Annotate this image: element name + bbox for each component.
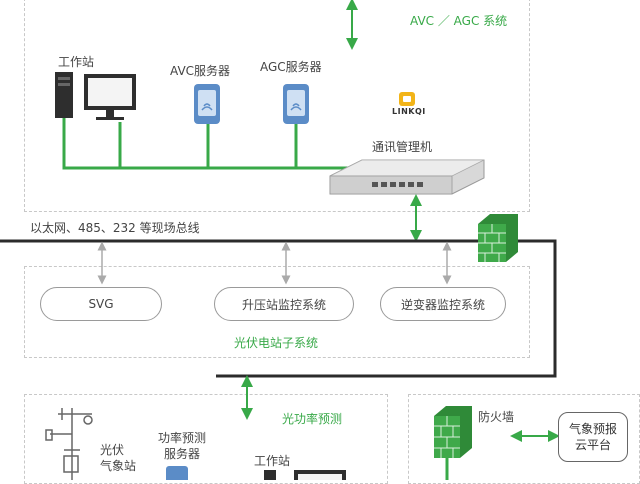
booster-station-label: 升压站监控系统 (241, 297, 326, 312)
weather-station-label-line2: 气象站 (100, 459, 137, 473)
bottom-workstation-icon (264, 470, 346, 480)
field-bus-label: 以太网、485、232 等现场总线 (30, 221, 200, 235)
avc-server-icon (194, 84, 220, 124)
power-forecast-title: 光功率预测 (282, 412, 343, 426)
cloud-platform-line2: 云平台 (574, 438, 611, 452)
pv-substation-title: 光伏电站子系统 (234, 336, 319, 350)
pv-substation-region (24, 266, 530, 358)
weather-station-label-line1: 光伏 (100, 443, 125, 457)
inverter-monitoring-label: 逆变器监控系统 (400, 297, 485, 312)
avc-server-label: AVC服务器 (170, 64, 231, 78)
firewall-label: 防火墙 (478, 410, 515, 424)
weather-cloud-platform: 气象预报 云平台 (558, 412, 628, 462)
monitor-icon (84, 74, 136, 120)
forecast-server-label-line2: 服务器 (164, 447, 201, 461)
forecast-server-label: 功率预测 服务器 (158, 430, 206, 462)
bottom-workstation-label: 工作站 (254, 454, 291, 468)
workstation-tower-icon (55, 72, 73, 118)
agc-server-label: AGC服务器 (260, 60, 322, 74)
avc-agc-green-bus (62, 118, 354, 180)
avc-agc-title: AVC ／ AGC 系统 (410, 14, 508, 28)
field-bus-line (0, 239, 557, 378)
avc-agc-region (24, 0, 530, 212)
forecast-server-icon (166, 466, 188, 480)
firewall-bottom-icon (434, 406, 472, 480)
rack-switch-icon (329, 159, 485, 195)
svg-system-label: SVG (88, 297, 114, 311)
cloud-platform-line1: 气象预报 (568, 422, 617, 436)
forecast-server-label-line1: 功率预测 (158, 431, 207, 445)
weather-station-icon (45, 408, 93, 480)
comm-manager-label: 通讯管理机 (372, 140, 433, 154)
weather-station-label: 光伏 气象站 (100, 442, 136, 474)
firewall-icon (478, 214, 518, 262)
svg-system: SVG (40, 287, 162, 321)
inverter-monitoring: 逆变器监控系统 (380, 287, 506, 321)
brand-logo-icon (399, 92, 415, 106)
agc-server-icon (283, 84, 309, 124)
brand-logo-text: LINKQI (392, 107, 426, 116)
booster-station-monitoring: 升压站监控系统 (214, 287, 354, 321)
workstation-label: 工作站 (58, 55, 95, 69)
